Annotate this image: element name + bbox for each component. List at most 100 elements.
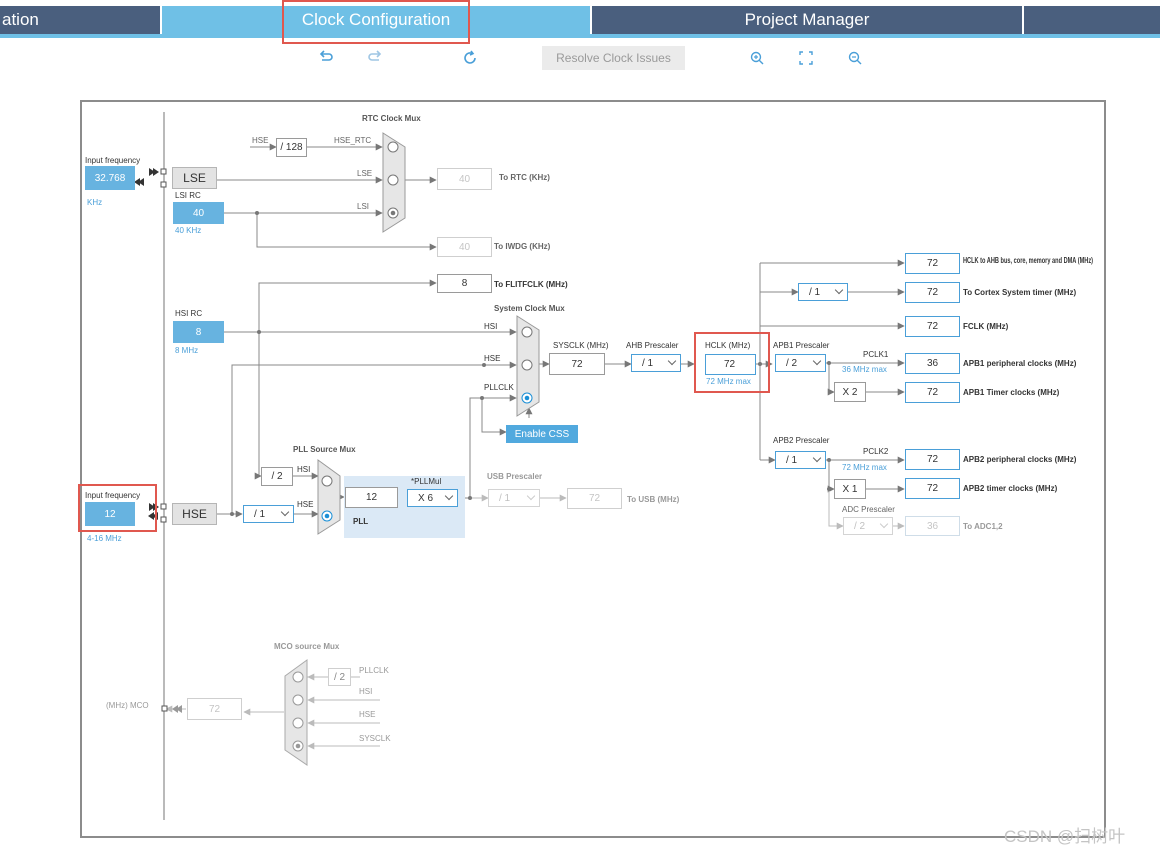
pllmul-label: *PLLMul (411, 477, 441, 486)
ahb-prescaler-label: AHB Prescaler (626, 341, 679, 350)
usb-prescaler-label: USB Prescaler (487, 472, 542, 481)
value-text: / 2 (333, 671, 346, 683)
apb2-timer-multiplier: X 1 (834, 479, 866, 499)
resolve-label: Resolve Clock Issues (556, 51, 671, 65)
pll-source-mux-title: PLL Source Mux (293, 445, 356, 454)
value-text: 72 (926, 258, 939, 269)
to-iwdg-label: To IWDG (KHz) (494, 242, 551, 251)
fit-screen-icon[interactable] (798, 50, 814, 66)
lse-frequency-input[interactable]: 32.768 (85, 166, 135, 190)
active-wires (217, 143, 905, 518)
undo-icon[interactable] (318, 50, 334, 66)
rtc-mux-title: RTC Clock Mux (362, 114, 421, 123)
sysmux-hsi-label: HSI (484, 322, 497, 331)
apb1-prescaler-label: APB1 Prescaler (773, 341, 830, 350)
select-value: / 2 (786, 357, 798, 369)
lse-input-freq-label: Input frequency (85, 156, 140, 165)
select-value: / 1 (809, 286, 821, 298)
button-text: Enable CSS (514, 428, 570, 440)
apb2-prescaler-select[interactable]: / 1 (775, 451, 826, 469)
chevron-down-icon (667, 356, 677, 366)
pclk2-label: PCLK2 (863, 447, 889, 456)
value-text: 72 (588, 493, 601, 504)
select-value: / 1 (642, 357, 654, 369)
value-text: 72 (208, 703, 221, 715)
block-text: HSE (182, 507, 207, 521)
pll-source-mux (317, 459, 341, 535)
output-apb2-timer-value: 72 (905, 478, 960, 499)
value-text: 72 (724, 359, 736, 370)
tab-label: ation (2, 10, 39, 29)
value-text: / 128 (280, 142, 303, 153)
rtc-hse-rtc-label: HSE_RTC (334, 136, 371, 145)
pclk1-label: PCLK1 (863, 350, 889, 359)
to-flitfclk-label: To FLITFCLK (MHz) (494, 280, 568, 289)
sysmux-pllclk-label: PLLCLK (484, 383, 514, 392)
ahb-prescaler-select[interactable]: / 1 (631, 354, 681, 372)
value-text: 72 (926, 483, 939, 494)
chevron-down-icon (526, 491, 536, 501)
tab-clock-configuration[interactable]: Clock Configuration (162, 6, 590, 34)
enable-css-button[interactable]: Enable CSS (506, 425, 578, 443)
tab-tools[interactable] (1024, 6, 1160, 34)
value-text: 72 (571, 358, 583, 370)
mco-pllclk-label: PLLCLK (359, 666, 389, 675)
tab-label: Clock Configuration (301, 10, 451, 29)
chevron-down-icon (879, 519, 889, 529)
adc-prescaler-select[interactable]: / 2 (843, 517, 893, 535)
rtc-hse-label: HSE (252, 136, 268, 145)
top-tab-bar: ation Clock Configuration Project Manage… (0, 0, 1160, 38)
to-rtc-label: To RTC (KHz) (499, 173, 550, 182)
lse-unit-label: KHz (87, 198, 102, 207)
hse-prediv-select[interactable]: / 1 (243, 505, 294, 523)
chevron-down-icon (812, 453, 822, 463)
to-usb-label: To USB (MHz) (627, 495, 680, 504)
select-value: X 6 (418, 492, 434, 504)
output-fclk-value: 72 (905, 316, 960, 337)
tab-pinout-configuration[interactable]: ation (0, 6, 160, 34)
redo-icon[interactable] (367, 50, 383, 66)
to-flitfclk-value: 8 (437, 274, 492, 293)
cortex-timer-divider-select[interactable]: / 1 (798, 283, 848, 301)
hsi-unit-label: 8 MHz (175, 346, 198, 355)
to-iwdg-value: 40 (437, 237, 492, 257)
hse-input-freq-label: Input frequency (85, 491, 140, 500)
rtc-hse-divider: / 128 (276, 138, 307, 157)
output-apb2-peripheral-value: 72 (905, 449, 960, 470)
pll-hsi-label: HSI (297, 465, 310, 474)
value-text: 72 (926, 387, 939, 398)
zoom-out-icon[interactable] (847, 50, 863, 66)
mco-output-value: 72 (187, 698, 242, 720)
select-value: / 2 (854, 520, 866, 532)
value-text: 32.768 (94, 172, 126, 184)
refresh-icon[interactable] (462, 50, 478, 66)
hclk-value-input[interactable]: 72 (705, 354, 756, 375)
select-value: / 1 (786, 454, 798, 466)
junction-dots (230, 211, 831, 516)
pll-mul-select[interactable]: X 6 (407, 489, 458, 507)
value-text: 36 (926, 520, 939, 532)
pll-hse-label: HSE (297, 500, 313, 509)
sysclk-label: SYSCLK (MHz) (553, 341, 609, 350)
pll-hsi-divider: / 2 (261, 467, 293, 486)
adc-prescaler-label: ADC Prescaler (842, 505, 895, 514)
pll-label: PLL (353, 517, 368, 526)
lsi-rc-value: 40 (173, 202, 224, 224)
value-text: X 1 (842, 483, 858, 495)
output-label-cortex-timer: To Cortex System timer (MHz) (963, 288, 1077, 297)
hse-frequency-input[interactable]: 12 (85, 502, 135, 526)
resolve-clock-issues-button[interactable]: Resolve Clock Issues (542, 46, 685, 70)
hclk-max-label: 72 MHz max (706, 377, 751, 386)
usb-prescaler-select[interactable]: / 1 (488, 489, 540, 507)
watermark: CSDN @扫树叶 (1004, 827, 1126, 846)
zoom-in-icon[interactable] (749, 50, 765, 66)
apb1-timer-multiplier: X 2 (834, 382, 866, 402)
apb1-prescaler-select[interactable]: / 2 (775, 354, 826, 372)
tab-project-manager[interactable]: Project Manager (592, 6, 1022, 34)
sysclk-value-input[interactable]: 72 (549, 353, 605, 375)
value-text: 40 (192, 207, 205, 219)
value-text: / 2 (271, 471, 283, 482)
value-text: 12 (104, 508, 116, 520)
hsi-rc-value: 8 (173, 321, 224, 343)
lse-block: LSE (172, 167, 217, 189)
